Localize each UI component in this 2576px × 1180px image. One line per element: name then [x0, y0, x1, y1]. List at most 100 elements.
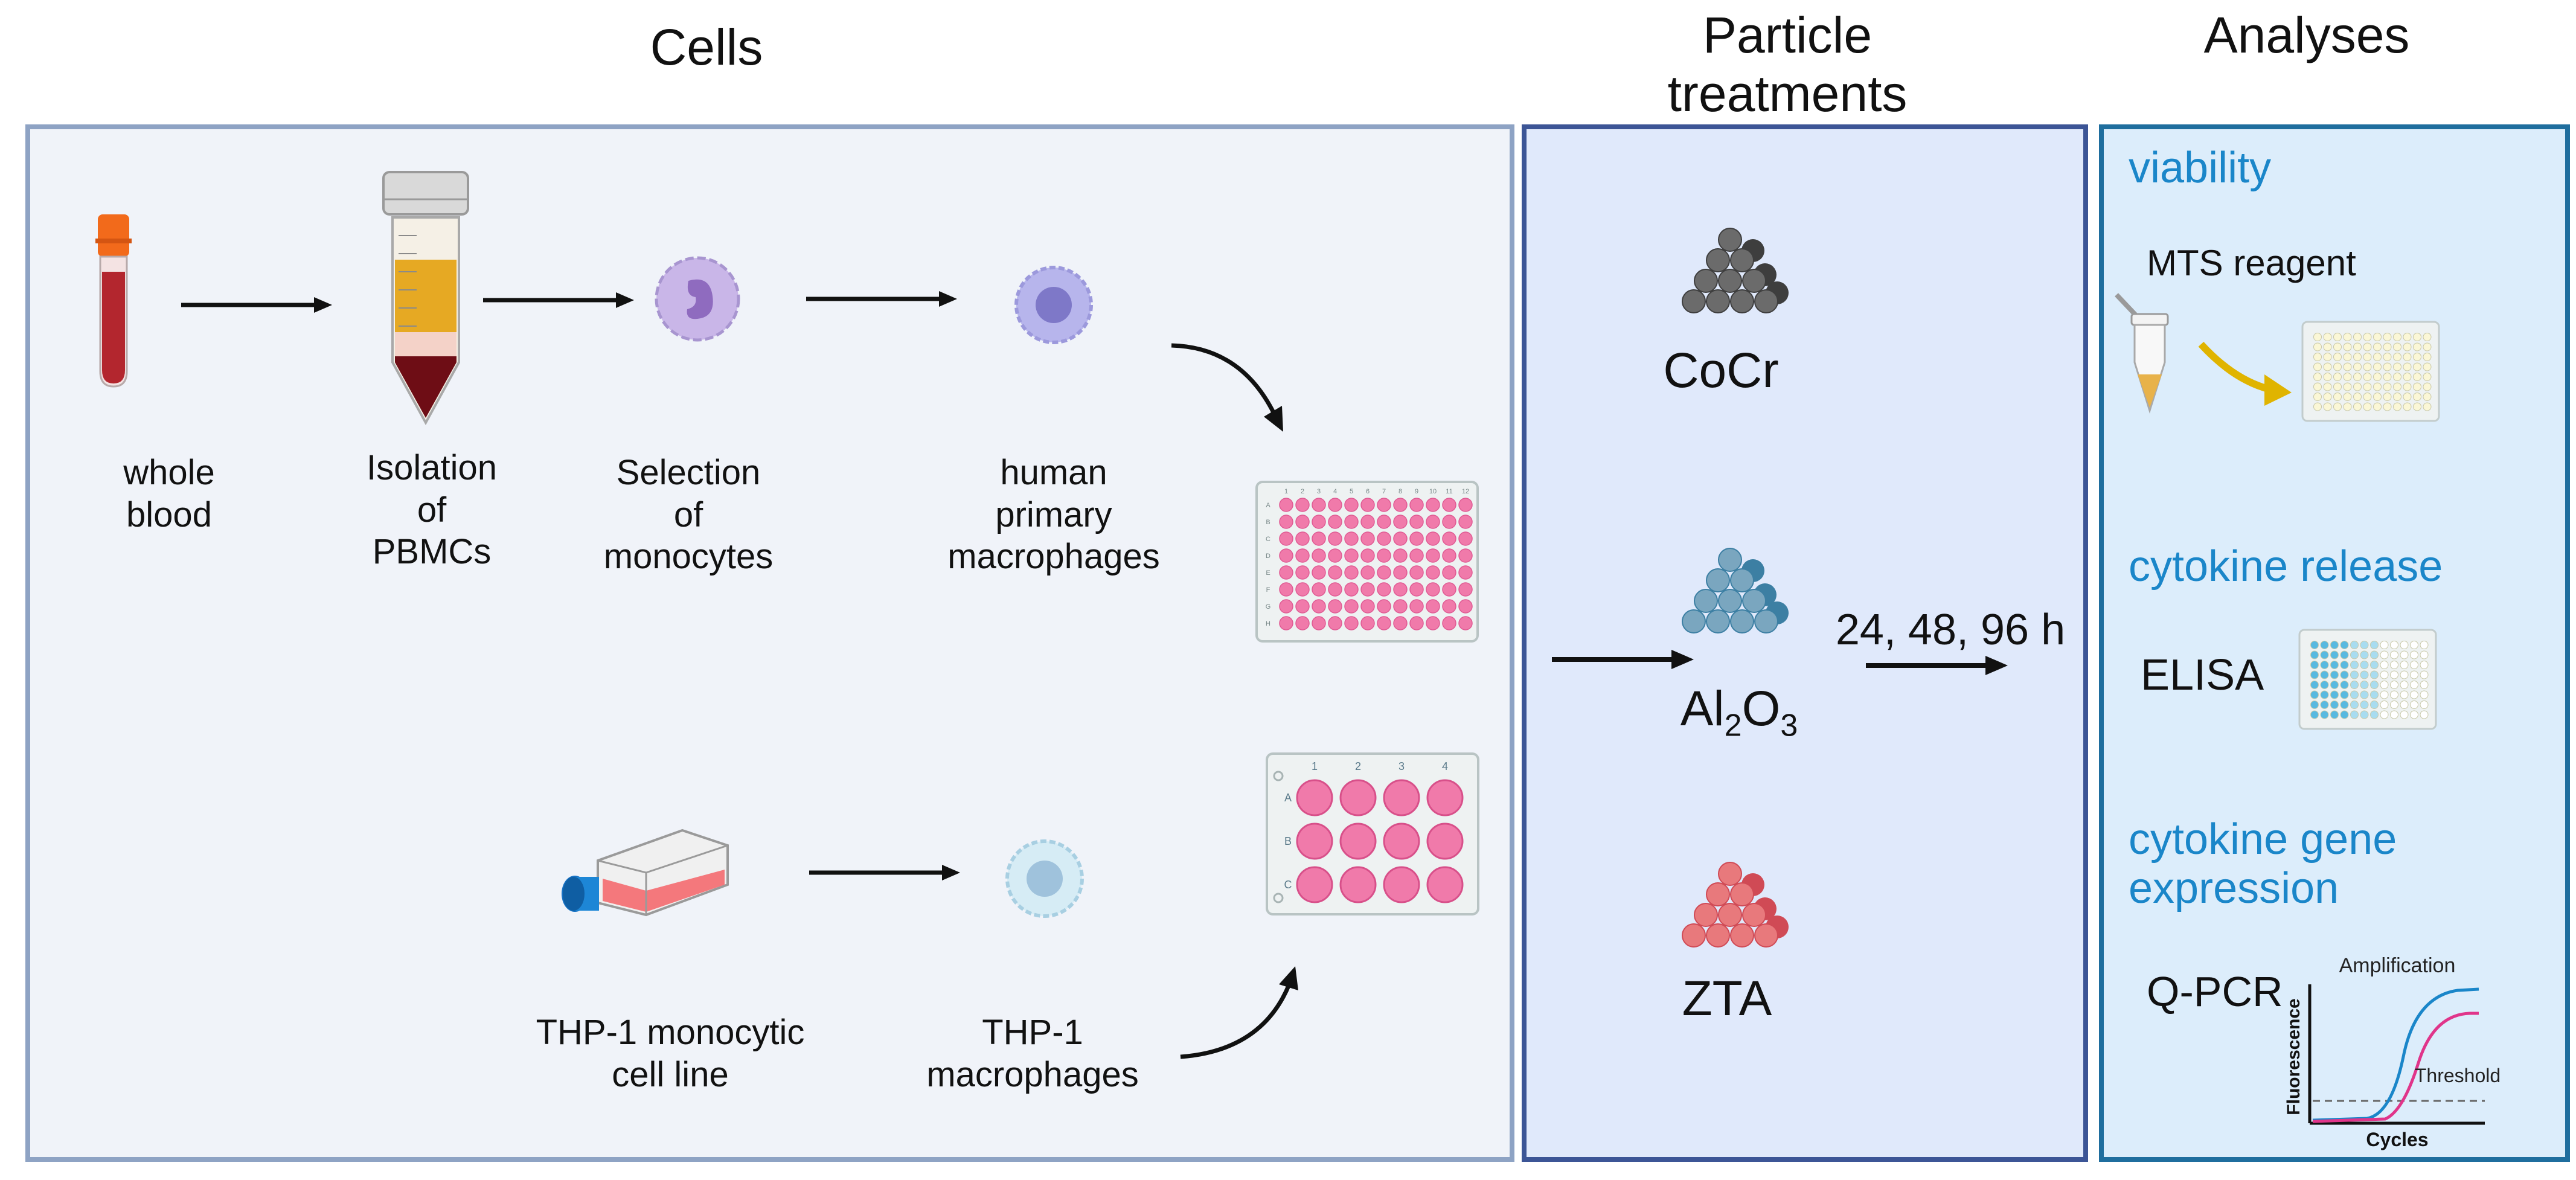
plate-well — [2383, 373, 2392, 381]
plate-well — [1312, 599, 1326, 614]
qpcr-series-1 — [2312, 987, 2479, 1122]
plate-well — [2330, 710, 2339, 719]
plate-column-label: 2 — [1355, 760, 1361, 772]
plate-column-label: 4 — [1333, 488, 1337, 495]
zta-label: ZTA — [1682, 971, 1772, 1026]
plate-well — [2323, 393, 2332, 401]
plate-well — [2390, 701, 2398, 709]
plate-well — [2360, 670, 2369, 679]
plate-well — [2333, 382, 2342, 391]
plate-well — [2373, 342, 2382, 351]
plate-well — [1426, 565, 1440, 580]
plate-well — [1458, 548, 1473, 563]
plate-well — [2320, 681, 2329, 689]
plate-well — [2363, 333, 2372, 341]
plate-well — [1279, 616, 1293, 630]
plate-well — [2400, 670, 2409, 679]
plate-well — [2353, 353, 2362, 361]
plate-well — [2360, 710, 2369, 719]
plate-well — [2370, 681, 2379, 689]
plate-well — [2393, 333, 2401, 341]
qpcr-label: Q-PCR — [2147, 968, 2283, 1015]
macrophage-cell-icon — [1014, 266, 1093, 344]
plate-well — [2413, 382, 2421, 391]
plate-well — [1426, 599, 1440, 614]
particle — [1718, 589, 1742, 613]
arrow-right-icon — [806, 291, 957, 307]
al2o3-label: Al2O3 — [1680, 681, 1798, 743]
plate-well — [2383, 402, 2392, 411]
plate-well — [2370, 641, 2379, 649]
plate-well — [1377, 548, 1391, 563]
plate-well — [2363, 362, 2372, 371]
plate-well — [2340, 690, 2349, 699]
plate-well — [1328, 565, 1342, 580]
particle — [1682, 609, 1706, 633]
plate-well — [2330, 701, 2339, 709]
plate-well — [2413, 353, 2421, 361]
thp1-cell-line-label: THP-1 monocytic cell line — [536, 1013, 805, 1094]
plate-well — [1360, 531, 1375, 546]
particle — [1754, 609, 1778, 633]
plate-well — [2370, 650, 2379, 659]
plate-well — [1393, 565, 1408, 580]
plate-well — [2333, 362, 2342, 371]
plate-well — [2330, 670, 2339, 679]
plate-well — [2400, 650, 2409, 659]
plate-well — [1312, 616, 1326, 630]
plate-well — [1458, 565, 1473, 580]
qpcr-amplification-chart: Amplification Threshold Cycles Fluoresce… — [2284, 954, 2501, 1150]
plate-well — [2323, 362, 2332, 371]
plate-well — [1339, 866, 1377, 903]
plate-column-label: 7 — [1382, 488, 1386, 495]
particle — [1706, 248, 1730, 272]
plate-well — [1360, 498, 1375, 512]
plate-well — [2390, 650, 2398, 659]
plate-well — [1339, 822, 1377, 860]
plate-well — [1458, 515, 1473, 529]
plate-well — [2350, 681, 2359, 689]
particle — [1754, 923, 1778, 948]
plate-well — [2343, 342, 2352, 351]
cocr-particles-icon — [1682, 228, 1789, 313]
plate-well — [1295, 548, 1310, 563]
plate-well — [2323, 373, 2332, 381]
plate-well — [2413, 373, 2421, 381]
plate-well — [1458, 582, 1473, 597]
particle — [1706, 289, 1730, 313]
qpcr-xlabel: Cycles — [2366, 1129, 2428, 1150]
cytokine-release-label: cytokine release — [2129, 542, 2443, 591]
particle — [1706, 568, 1730, 592]
plate-well — [1409, 548, 1424, 563]
plate-well — [2390, 661, 2398, 669]
plate-row-label: A — [1284, 792, 1292, 804]
plate-well — [1442, 548, 1456, 563]
plate-well — [2403, 353, 2412, 361]
plate-well — [2350, 701, 2359, 709]
plate-column-label: 9 — [1415, 488, 1418, 495]
plate-well — [2413, 402, 2421, 411]
plate-well — [2410, 690, 2418, 699]
plate-well — [1328, 599, 1342, 614]
plate-well — [2340, 701, 2349, 709]
plate-well — [1409, 582, 1424, 597]
arrow-right-icon — [181, 297, 332, 313]
plate-well — [1377, 616, 1391, 630]
plate-well — [2353, 342, 2362, 351]
plate-well — [1442, 582, 1456, 597]
plate-well — [1442, 565, 1456, 580]
plate-row-label: G — [1266, 603, 1271, 611]
plate-well — [2410, 670, 2418, 679]
particle — [1706, 609, 1730, 633]
plate-well — [2393, 362, 2401, 371]
plate-well — [2310, 701, 2319, 709]
plate-well — [2400, 641, 2409, 649]
plate-well — [2390, 670, 2398, 679]
plate-well — [2373, 373, 2382, 381]
plate-well — [2390, 710, 2398, 719]
plate-well — [1296, 779, 1333, 816]
thp1-macrophage-icon — [1005, 839, 1084, 918]
plate-well — [1279, 565, 1293, 580]
plate-well — [2373, 362, 2382, 371]
plate-well — [2313, 353, 2322, 361]
